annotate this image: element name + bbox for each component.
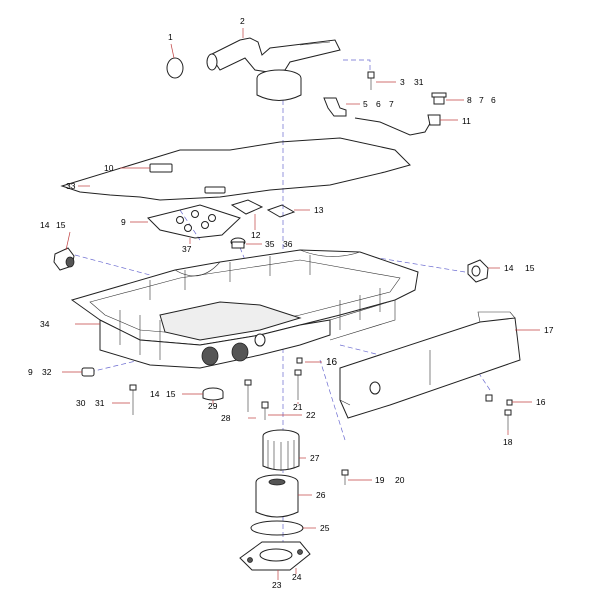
callout-29: 29 — [208, 401, 218, 411]
o-ring-1 — [166, 57, 184, 79]
callout-6: 6 — [376, 99, 381, 109]
callout-5: 5 — [363, 99, 368, 109]
callout-35: 35 — [265, 239, 275, 249]
callout-15b: 15 — [525, 263, 535, 273]
callout-15c: 15 — [166, 389, 176, 399]
drain-plug-right — [467, 259, 489, 283]
callout-12: 12 — [251, 230, 261, 240]
callout-14b: 14 — [504, 263, 514, 273]
callout-37: 37 — [182, 244, 192, 254]
side-cover-17 — [339, 311, 521, 419]
callout-32: 32 — [42, 367, 52, 377]
callout-16: 16 — [326, 357, 338, 368]
bolt-19 — [341, 469, 349, 485]
callout-3: 3 — [400, 77, 405, 87]
callout-27: 27 — [310, 453, 320, 463]
oil-pan-34 — [70, 249, 419, 369]
callout-11: 11 — [462, 116, 471, 126]
callout-31: 31 — [414, 77, 424, 87]
seal-12 — [230, 199, 264, 215]
plug-8 — [431, 92, 447, 105]
callout-7: 7 — [389, 99, 394, 109]
callout-36: 36 — [283, 239, 293, 249]
o-ring-25 — [250, 520, 304, 536]
callout-2: 2 — [240, 16, 245, 26]
bolt-16-left — [296, 357, 303, 364]
leader-lines — [62, 28, 540, 580]
breather-tube-11 — [354, 114, 441, 136]
callout-25: 25 — [320, 523, 330, 533]
callout-26: 26 — [316, 490, 326, 500]
bolt-3 — [367, 71, 375, 90]
bolt-21 — [294, 369, 302, 400]
filter-cover-23 — [239, 541, 311, 571]
elbow-fitting-5 — [323, 97, 347, 117]
plug-32 — [81, 367, 95, 377]
callout-28: 28 — [221, 413, 231, 423]
callout-17: 17 — [544, 325, 554, 335]
seal-13 — [266, 204, 296, 218]
bolt-18 — [504, 409, 512, 430]
filter-cartridge-26 — [255, 474, 299, 518]
callout-31b: 31 — [95, 398, 105, 408]
plug-35 — [230, 237, 246, 249]
bolt-30 — [129, 384, 137, 415]
callout-24: 24 — [292, 572, 302, 582]
callout-21: 21 — [293, 402, 303, 412]
callout-9: 9 — [121, 217, 126, 227]
callout-19: 19 — [375, 475, 385, 485]
callout-10: 10 — [104, 163, 114, 173]
callout-1: 1 — [168, 32, 173, 42]
oil-filler-pipe — [206, 37, 341, 73]
bolt-28 — [244, 379, 252, 412]
oil-pan-gasket — [60, 137, 411, 201]
bolt-22 — [261, 401, 269, 420]
callout-33: 33 — [66, 181, 76, 191]
callout-15: 15 — [56, 220, 66, 230]
callout-34: 34 — [40, 319, 50, 329]
bolt-16-right — [485, 394, 513, 406]
callout-18: 18 — [503, 437, 513, 447]
callout-16b: 16 — [536, 397, 546, 407]
filler-housing — [256, 69, 302, 101]
callout-8: 8 — [467, 95, 472, 105]
callout-14: 14 — [40, 220, 50, 230]
callout-30: 30 — [76, 398, 86, 408]
filter-screen-27 — [262, 429, 300, 471]
callout-14c: 14 — [150, 389, 160, 399]
callout-6b: 6 — [491, 95, 496, 105]
callout-20: 20 — [395, 475, 405, 485]
callout-labels: 1 2 3 31 5 6 7 8 7 6 11 10 33 9 13 12 37… — [28, 16, 554, 590]
callout-22: 22 — [306, 410, 316, 420]
callout-23: 23 — [272, 580, 282, 590]
drain-plug-left — [53, 247, 75, 271]
plate-gasket-9 — [147, 204, 241, 239]
callout-13: 13 — [314, 205, 324, 215]
callout-7b: 7 — [479, 95, 484, 105]
callout-9b: 9 — [28, 367, 33, 377]
washer-29 — [202, 387, 224, 401]
